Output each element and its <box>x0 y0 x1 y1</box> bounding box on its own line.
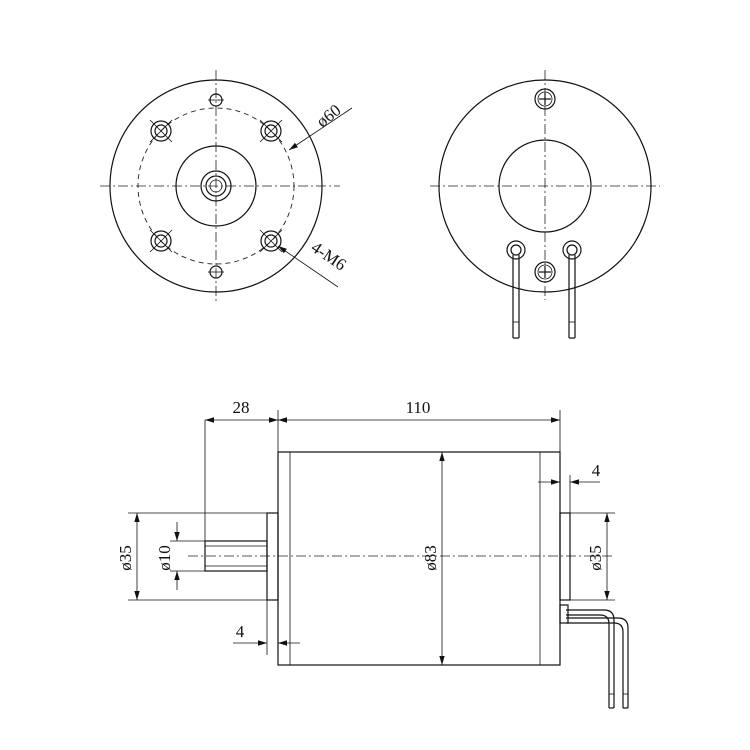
rear-view <box>430 70 660 339</box>
small-hole-top <box>208 93 224 107</box>
shaft-core-circle <box>209 179 223 193</box>
flange-thickness-label: 4 <box>236 622 245 641</box>
lead-wire-2a <box>566 617 629 708</box>
rear-outer-circle <box>438 79 652 293</box>
front-outer-circle <box>109 79 323 293</box>
body-diameter-label: ø83 <box>421 545 440 571</box>
lead-wire-1a <box>566 609 615 708</box>
pitch-circle <box>137 107 295 265</box>
small-hole-bottom <box>208 265 224 279</box>
rear-screw-bottom <box>534 261 556 283</box>
rear-terminal-block <box>559 604 569 624</box>
threaded-hole-top-right <box>259 119 283 143</box>
front-boss-circle <box>175 145 257 227</box>
threaded-hole-top-left <box>149 119 173 143</box>
boss-diameter-label: ø35 <box>116 545 135 571</box>
pitch-circle-label: ø60 <box>313 100 345 131</box>
threaded-hole-bottom-left <box>149 229 173 253</box>
shaft-inner-circle <box>205 175 227 197</box>
rear-terminal-left <box>506 240 526 339</box>
lead-wire-1b <box>566 614 610 708</box>
rear-screw-top <box>534 88 556 110</box>
holes-label: 4-M6 <box>308 238 350 275</box>
holes-leader <box>277 245 339 288</box>
front-boss <box>266 512 279 601</box>
rear-boss-thickness-label: 4 <box>592 461 601 480</box>
shaft-diameter-label: ø10 <box>155 545 174 571</box>
threaded-hole-bottom-right <box>259 229 283 253</box>
motor-body <box>277 451 561 666</box>
body-length-label: 110 <box>406 398 431 417</box>
rear-terminal-right <box>562 240 582 339</box>
rear-boss-diameter-label: ø35 <box>586 545 605 571</box>
pitch-circle-leader <box>288 107 353 151</box>
rear-boss-circle <box>498 139 592 233</box>
shaft-outer-circle <box>200 170 232 202</box>
front-view: ø60 4-M6 <box>100 70 353 302</box>
shaft-length-label: 28 <box>233 398 250 417</box>
rear-boss <box>559 512 571 601</box>
lead-wire-2b <box>566 622 624 708</box>
side-view: 28 110 4 4 ø35 ø10 ø83 ø35 <box>116 398 629 709</box>
